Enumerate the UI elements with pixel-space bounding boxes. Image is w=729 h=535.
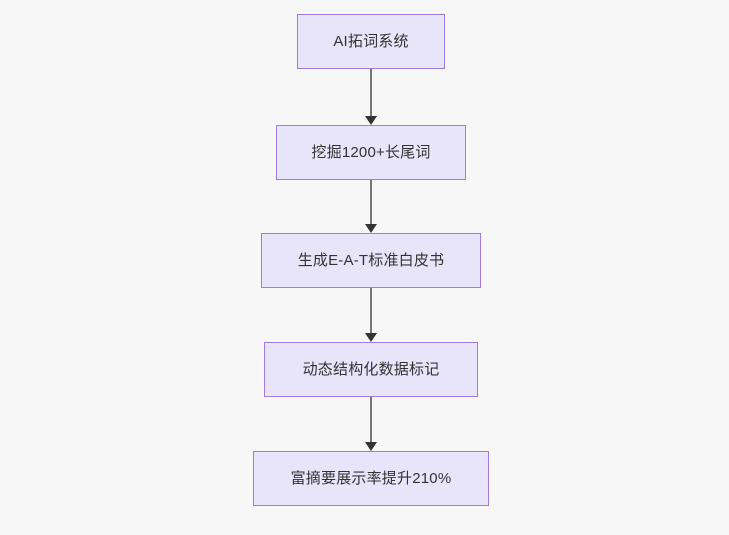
- flow-node-label: 富摘要展示率提升210%: [290, 470, 452, 487]
- flow-node-rich-snippet-impression-uplift[interactable]: 富摘要展示率提升210%: [253, 451, 489, 506]
- flow-connector-2-to-3: [360, 180, 382, 233]
- connector-line: [370, 180, 372, 225]
- connector-line: [370, 397, 372, 443]
- flow-node-label: AI拓词系统: [333, 33, 409, 50]
- arrow-down-icon: [365, 116, 377, 125]
- connector-line: [370, 69, 372, 117]
- arrow-down-icon: [365, 442, 377, 451]
- flow-node-label: 生成E-A-T标准白皮书: [297, 252, 445, 269]
- connector-line: [370, 288, 372, 334]
- arrow-down-icon: [365, 224, 377, 233]
- flow-node-label: 动态结构化数据标记: [302, 361, 440, 378]
- flow-node-ai-keyword-system[interactable]: AI拓词系统: [297, 14, 445, 69]
- flow-node-dynamic-structured-data-markup[interactable]: 动态结构化数据标记: [264, 342, 478, 397]
- flow-connector-1-to-2: [360, 69, 382, 125]
- flow-connector-3-to-4: [360, 288, 382, 342]
- flow-node-mine-longtail-keywords[interactable]: 挖掘1200+长尾词: [276, 125, 466, 180]
- flow-connector-4-to-5: [360, 397, 382, 451]
- flow-node-generate-eat-whitepaper[interactable]: 生成E-A-T标准白皮书: [261, 233, 481, 288]
- arrow-down-icon: [365, 333, 377, 342]
- flow-node-label: 挖掘1200+长尾词: [311, 144, 431, 161]
